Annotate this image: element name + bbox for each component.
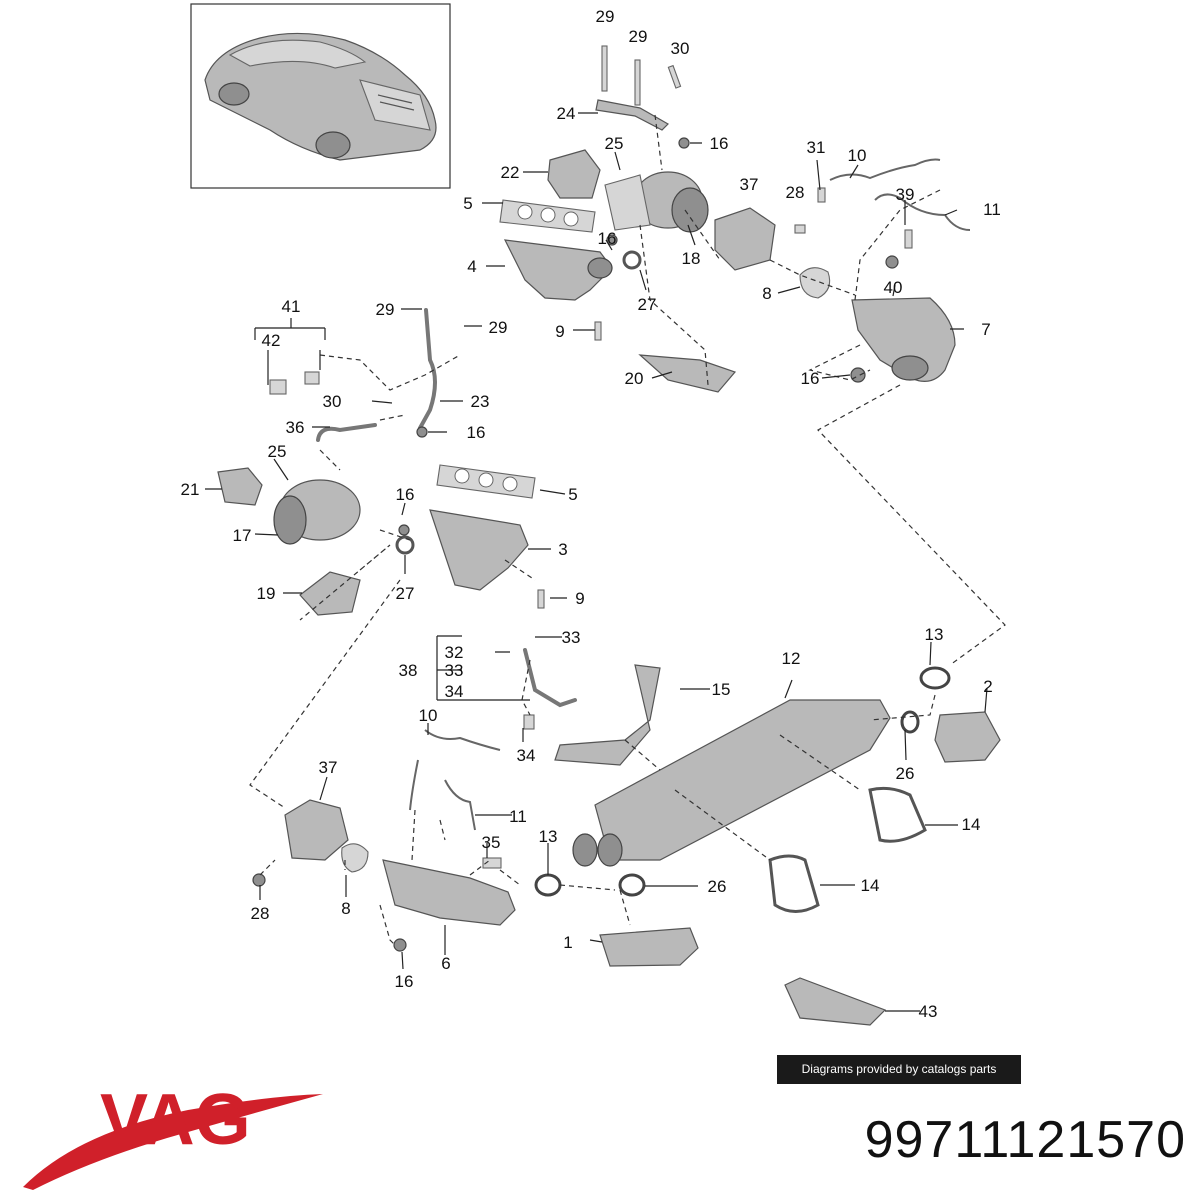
callout-label: 26: [896, 764, 915, 783]
callout-label: 16: [396, 485, 415, 504]
callout-label: 34: [517, 746, 536, 765]
callout-label: 33: [445, 661, 464, 680]
callout-label: 13: [925, 625, 944, 644]
callout-label: 36: [286, 418, 305, 437]
callout-label: 8: [341, 899, 350, 918]
callout-label: 14: [861, 876, 880, 895]
logo-wordmark: VAG: [100, 1082, 251, 1160]
callout-label: 11: [509, 807, 527, 826]
callout-label: 16: [467, 423, 486, 442]
callout-label: 38: [399, 661, 418, 680]
callout-label: 25: [268, 442, 287, 461]
callout-label: 16: [801, 369, 820, 388]
callout-label: 18: [682, 249, 701, 268]
callout-label: 30: [323, 392, 342, 411]
callout-label: 26: [708, 877, 727, 896]
callout-label: 7: [981, 320, 990, 339]
callout-label: 22: [501, 163, 520, 182]
callout-label: 25: [605, 134, 624, 153]
callout-label: 10: [848, 146, 867, 165]
callout-label: 42: [262, 331, 281, 350]
callout-label: 9: [555, 322, 564, 341]
vag-logo: VAG: [23, 1082, 323, 1190]
callout-label: 4: [467, 257, 476, 276]
callout-label: 30: [671, 39, 690, 58]
callout-label: 5: [568, 485, 577, 504]
callout-label: 13: [539, 827, 558, 846]
part-number: 99711121570: [864, 1111, 1186, 1169]
callout-label: 6: [441, 954, 450, 973]
dashed-routing-lines: [249, 114, 1006, 946]
callout-label: 19: [257, 584, 276, 603]
callout-label: 12: [782, 649, 801, 668]
callout-label: 39: [896, 185, 915, 204]
callout-label: 32: [445, 643, 464, 662]
callout-label: 10: [419, 706, 438, 725]
callout-label: 27: [396, 584, 415, 603]
callout-label: 8: [762, 284, 771, 303]
callout-label: 28: [251, 904, 270, 923]
part-shapes: [217, 45, 1001, 1026]
callout-label: 33: [562, 628, 581, 647]
diagram-credit-banner: Diagrams provided by catalogs parts: [777, 1055, 1021, 1084]
vehicle-thumbnail: [190, 3, 451, 189]
callout-label: 11: [983, 200, 1001, 219]
callout-labels: 1 2 3 4 5 5 6 7 8 8 9 9 10 10 11 11 12 1…: [181, 7, 1001, 1021]
callout-label: 14: [962, 815, 981, 834]
leader-lines: [205, 112, 988, 1012]
callout-label: 15: [712, 680, 731, 699]
callout-label: 1: [563, 933, 572, 952]
callout-label: 29: [489, 318, 508, 337]
callout-label: 43: [919, 1002, 938, 1021]
callout-label: 29: [596, 7, 615, 26]
callout-label: 35: [482, 833, 501, 852]
callout-label: 40: [884, 278, 903, 297]
callout-label: 37: [740, 175, 759, 194]
callout-label: 16: [710, 134, 729, 153]
callout-label: 29: [376, 300, 395, 319]
callout-label: 23: [471, 392, 490, 411]
callout-label: 16: [598, 229, 617, 248]
callout-label: 41: [282, 297, 301, 316]
callout-label: 37: [319, 758, 338, 777]
callout-label: 20: [625, 369, 644, 388]
callout-label: 9: [575, 589, 584, 608]
callout-label: 3: [558, 540, 567, 559]
callout-label: 21: [181, 480, 200, 499]
callout-label: 34: [445, 682, 464, 701]
callout-label: 24: [557, 104, 576, 123]
callout-label: 16: [395, 972, 414, 991]
callout-label: 27: [638, 295, 657, 314]
callout-label: 31: [807, 138, 826, 157]
callout-label: 28: [786, 183, 805, 202]
callout-label: 29: [629, 27, 648, 46]
callout-label: 17: [233, 526, 252, 545]
callout-label: 5: [463, 194, 472, 213]
callout-label: 2: [983, 677, 992, 696]
